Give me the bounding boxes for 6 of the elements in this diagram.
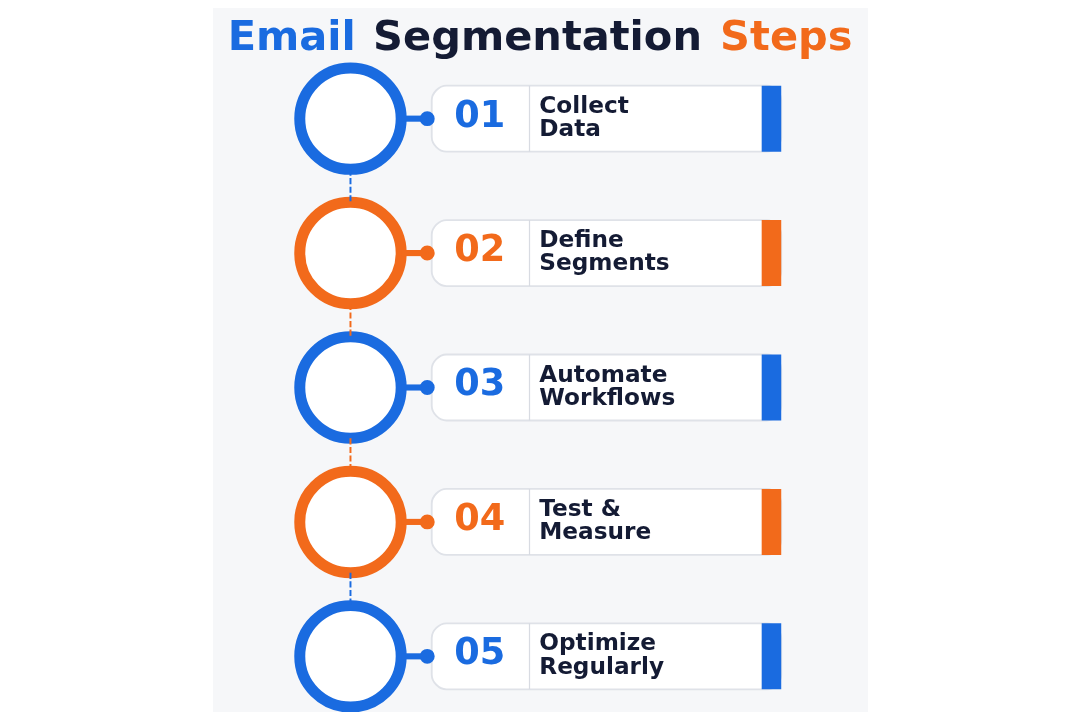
- node-circle: [293, 196, 407, 310]
- diagram-title: Email Segmentation Steps: [227, 10, 853, 60]
- node-circle: [293, 465, 407, 579]
- node-circle: [293, 331, 407, 444]
- node-circle: [293, 62, 407, 175]
- node-circle: [293, 600, 407, 712]
